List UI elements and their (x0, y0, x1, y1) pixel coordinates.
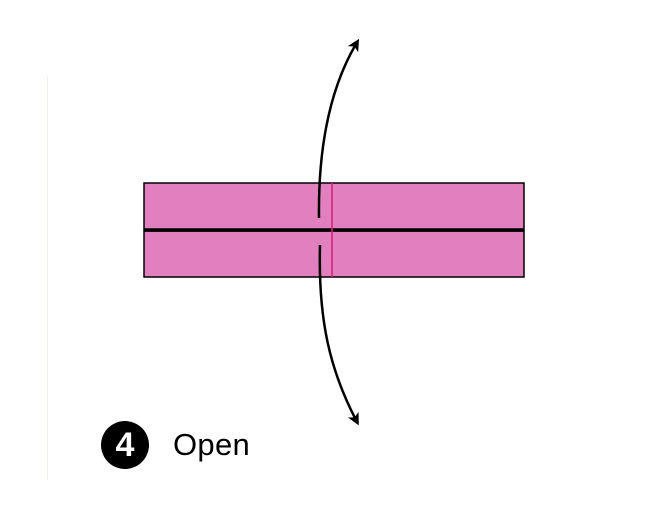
step-number-badge: 4 (101, 421, 149, 469)
paper-top-layer (143, 182, 525, 231)
page-margin-rule (47, 76, 48, 480)
curved-arrow-up-icon (317, 38, 360, 219)
paper-bottom-layer (143, 230, 525, 278)
curved-arrow-down-icon (318, 244, 359, 426)
step-instruction: Open (173, 427, 251, 462)
